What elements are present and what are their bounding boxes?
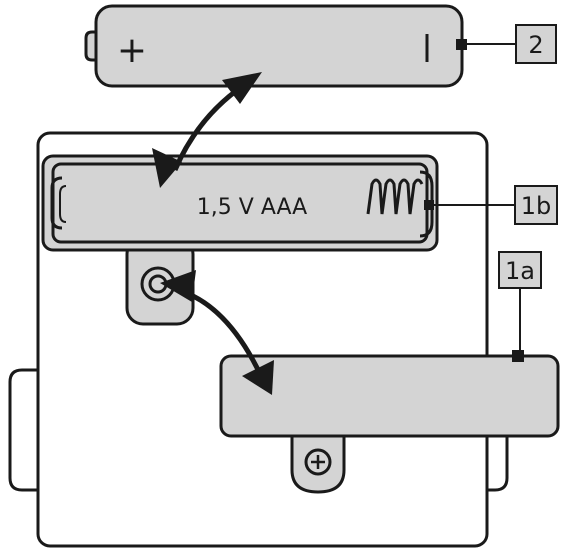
battery-cover [219,354,560,438]
battery-body [94,4,464,88]
attach-cover-arrow [160,270,274,395]
left-contact [50,176,63,230]
callout-marker-1b [424,200,434,210]
callout-marker-1a [512,350,524,362]
screw-plus-icon [304,448,332,476]
compartment-label: 1,5 V AAA [197,195,307,220]
callout-marker-2 [456,39,467,50]
device-side-tab [8,368,40,492]
callout-label-2: 2 [528,31,543,59]
callout-box-1b [514,185,558,225]
spring-icon [366,178,424,215]
battery-plus-sign: + [117,30,147,71]
callout-label-1a: 1a [505,257,535,285]
callout-box-1a [498,251,542,289]
insert-battery-arrow [152,72,262,188]
callout-label-1b: 1b [521,192,552,220]
callout-box-2 [515,24,557,64]
